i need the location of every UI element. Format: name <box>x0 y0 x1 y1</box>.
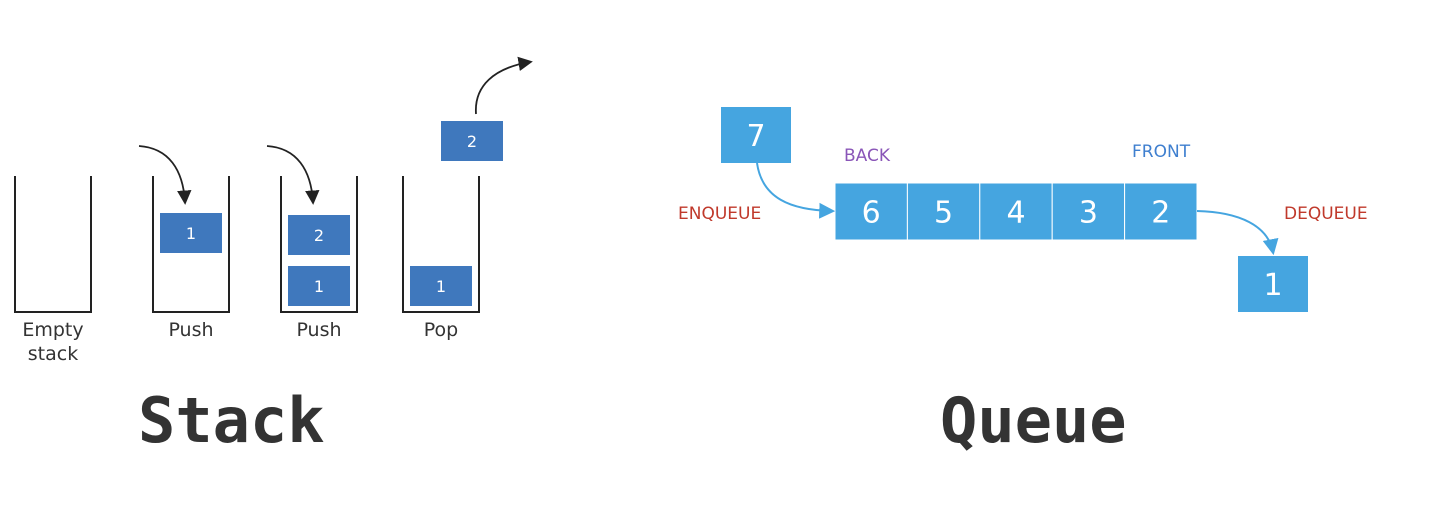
queue-item-label: 2 <box>1151 196 1170 231</box>
stack-container <box>280 176 358 313</box>
incoming-item-label: 7 <box>746 119 765 154</box>
push-arrow <box>138 145 192 205</box>
stack-item-box <box>410 266 472 306</box>
stack-step-caption: stack <box>28 343 78 365</box>
popped-item-box <box>441 121 503 161</box>
popped-item-label: 2 <box>467 132 477 151</box>
stack-title: Stack <box>138 384 325 457</box>
queue-item-box <box>1051 182 1126 241</box>
stack-item-label: 1 <box>186 224 196 243</box>
enqueue-label: ENQUEUE <box>678 204 761 224</box>
push-arrow <box>266 145 320 205</box>
stack-item-label: 1 <box>314 277 324 296</box>
stack-step-caption: Pop <box>424 319 458 341</box>
queue-item-box <box>979 182 1053 241</box>
dequeue-label: DEQUEUE <box>1284 204 1368 224</box>
stack-item-box <box>160 213 222 253</box>
stack-step-caption: Push <box>296 319 341 341</box>
outgoing-item-box <box>1238 256 1308 312</box>
stack-container <box>152 176 230 313</box>
stack-item-box <box>288 215 350 255</box>
stack-item-label: 1 <box>436 277 446 296</box>
enqueue-arrow <box>756 162 836 219</box>
stack-container <box>402 176 480 313</box>
incoming-item-box <box>721 107 791 163</box>
queue-item-box <box>1124 182 1198 241</box>
queue-item-label: 5 <box>934 196 953 231</box>
queue-item-label: 3 <box>1079 196 1098 231</box>
dequeue-arrow <box>1196 210 1279 256</box>
queue-item-label: 6 <box>862 196 881 231</box>
back-label: BACK <box>844 146 891 166</box>
queue-title: Queue <box>940 384 1127 457</box>
stack-step-caption: Empty <box>22 319 83 341</box>
stack-container <box>14 176 92 313</box>
stack-item-box <box>288 266 350 306</box>
pop-arrow <box>475 56 533 115</box>
queue-item-label: 4 <box>1006 196 1025 231</box>
stack-step-caption: Push <box>168 319 213 341</box>
front-label: FRONT <box>1132 142 1191 162</box>
outgoing-item-label: 1 <box>1263 268 1282 303</box>
queue-diagram: 7 6 5 4 3 2 1 BACK FRONT ENQUEUE DEQUEUE <box>678 107 1368 312</box>
stack-item-label: 2 <box>314 226 324 245</box>
